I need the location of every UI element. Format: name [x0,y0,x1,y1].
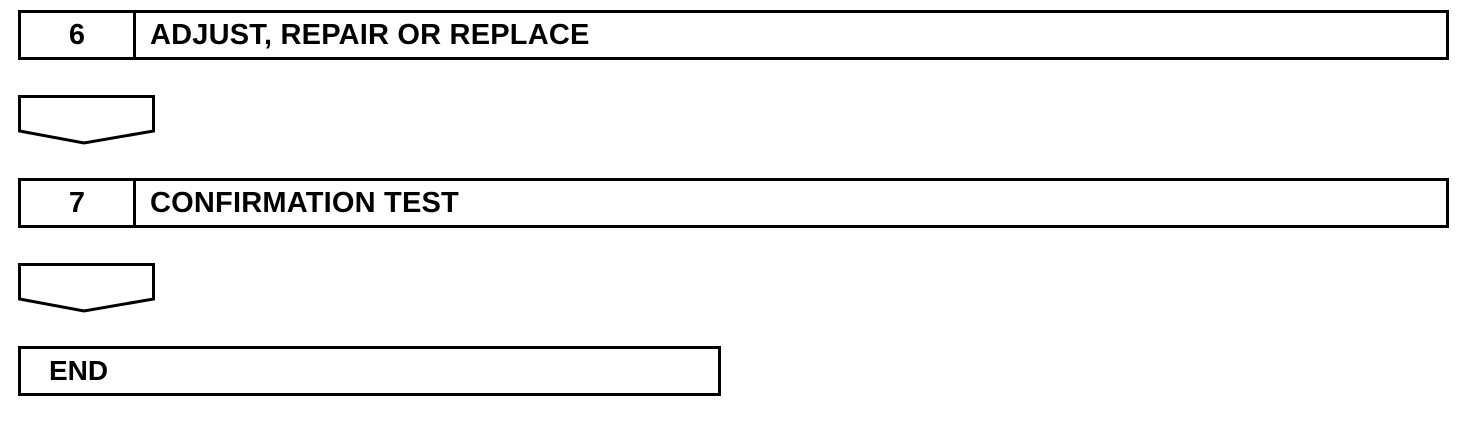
step-7-box: 7 CONFIRMATION TEST [18,178,1449,228]
step-number: 7 [21,181,136,225]
step-6-box: 6 ADJUST, REPAIR OR REPLACE [18,10,1449,60]
end-box: END [18,346,721,396]
step-number: 6 [21,13,136,57]
step-title: ADJUST, REPAIR OR REPLACE [150,18,590,51]
step-title: CONFIRMATION TEST [150,186,459,219]
flow-down-arrow-1 [18,95,155,145]
flow-down-arrow-2 [18,263,155,313]
end-label: END [49,355,109,386]
